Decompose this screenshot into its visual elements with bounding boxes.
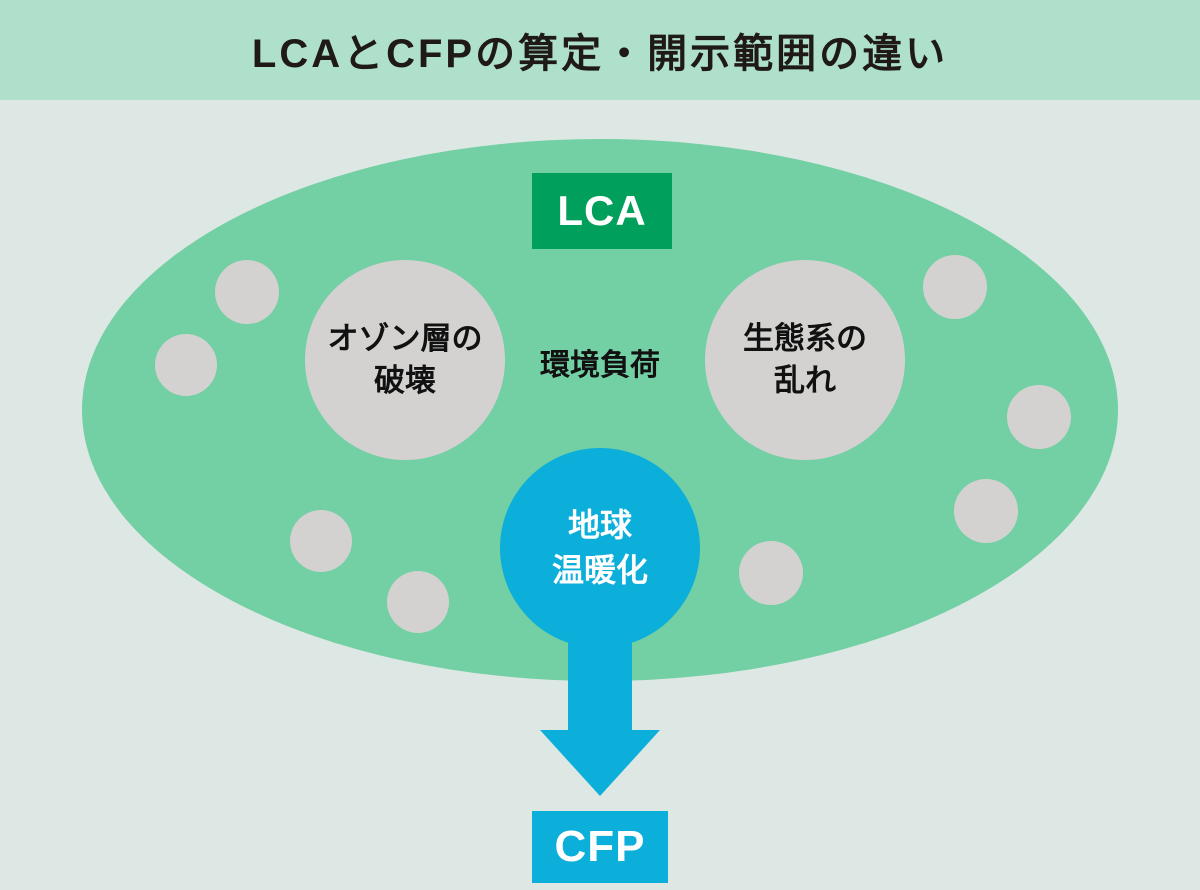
ecosystem-bubble-line2: 乱れ [774,363,836,398]
warming-bubble-line1: 地球 [567,507,632,543]
impact-dot [387,571,449,633]
title-bar: LCAとCFPの算定・開示範囲の違い [0,0,1200,100]
warming-bubble-line2: 温暖化 [551,552,648,588]
impact-dot [954,479,1018,543]
ozone-depletion-bubble: オゾン層の 破壊 [305,260,505,460]
impact-dot [739,541,803,605]
down-arrow-head [540,730,660,796]
impact-dot [1007,385,1071,449]
impact-dot [923,255,987,319]
ozone-bubble-line1: オゾン層の [327,321,483,356]
ecosystem-disruption-bubble: 生態系の 乱れ [705,260,905,460]
cfp-label: CFP [532,811,668,883]
ozone-bubble-line2: 破壊 [374,363,436,398]
page-title: LCAとCFPの算定・開示範囲の違い [251,32,949,76]
ecosystem-bubble-line1: 生態系の [743,321,867,356]
lca-label: LCA [532,173,672,249]
global-warming-bubble: 地球 温暖化 [500,448,700,648]
environmental-load-label: 環境負荷 [540,349,660,382]
impact-dot [155,334,217,396]
impact-dot [215,260,279,324]
impact-dot [290,510,352,572]
